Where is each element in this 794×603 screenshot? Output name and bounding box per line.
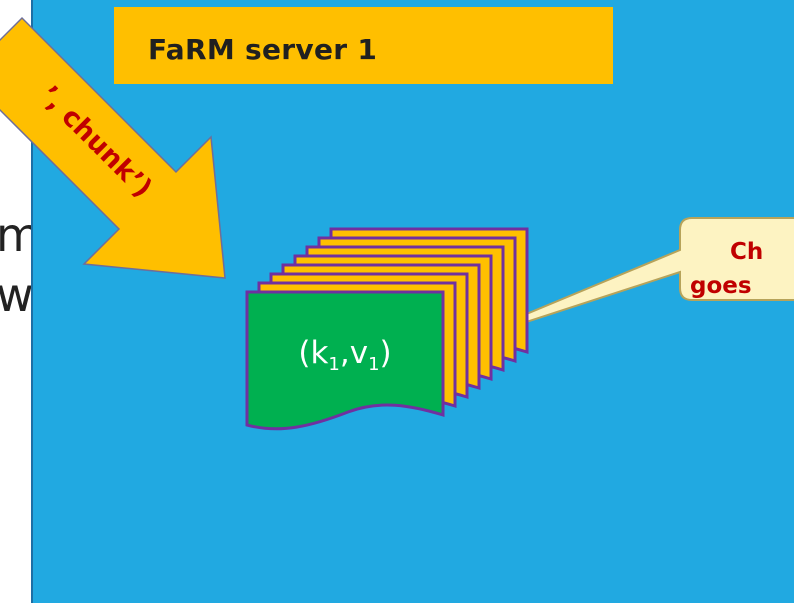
insert-arrow <box>0 16 226 279</box>
background-text-line2: w <box>0 268 34 322</box>
front-chunk-page <box>245 290 445 431</box>
chunk-key-value-label: (k1,v1) <box>298 335 392 375</box>
callout-text: Ch goes <box>690 235 794 303</box>
callout-line2: goes <box>690 273 752 299</box>
server-label: FaRM server 1 <box>114 7 613 84</box>
callout-line1: Ch <box>730 239 764 265</box>
